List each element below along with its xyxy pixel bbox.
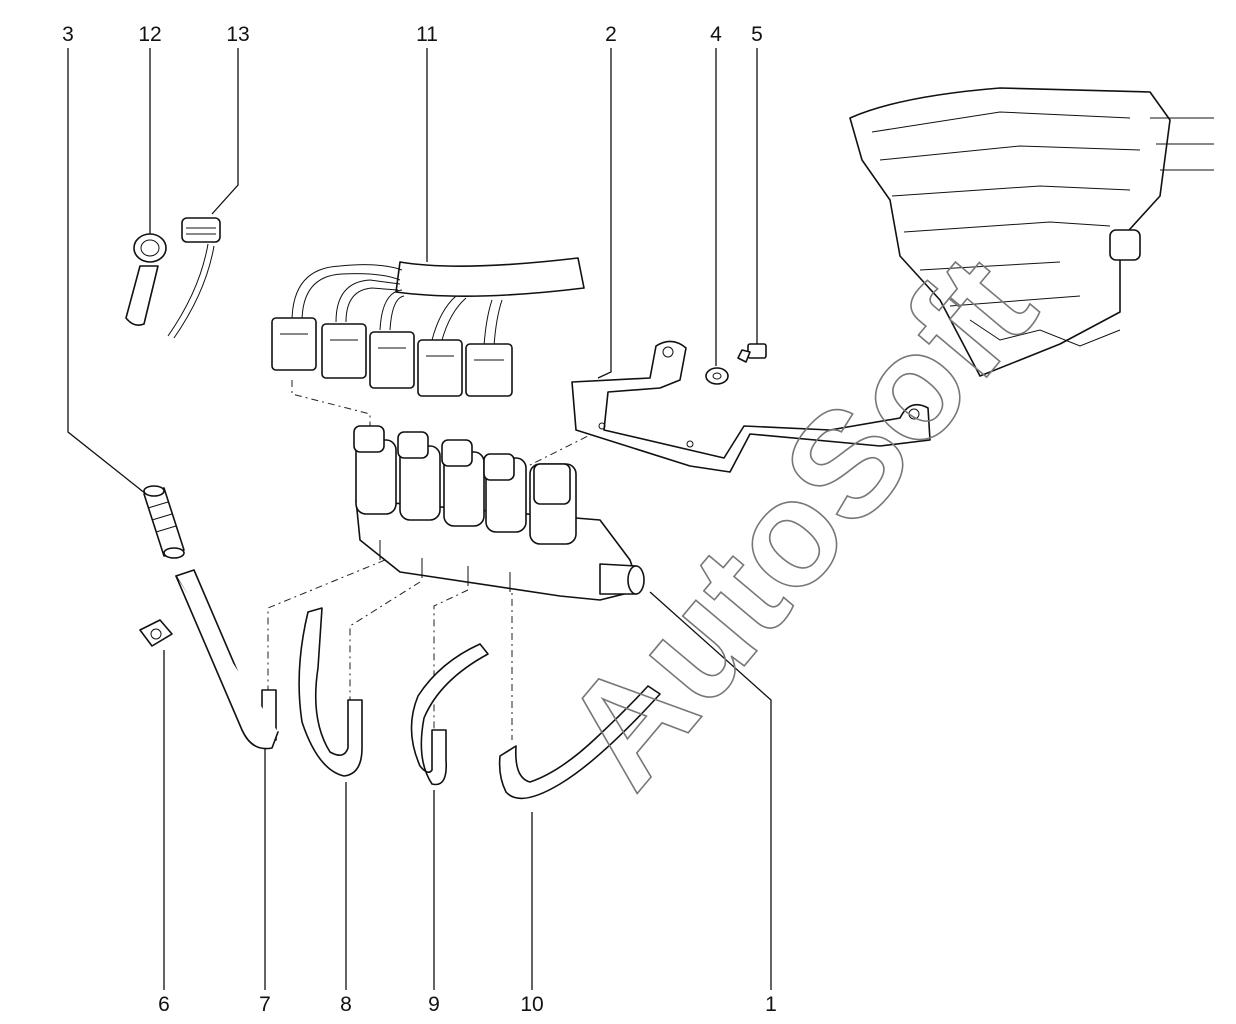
callout-8: 8 bbox=[340, 993, 352, 1016]
callout-6: 6 bbox=[158, 993, 170, 1016]
callout-13: 13 bbox=[226, 23, 249, 46]
part-12-grommet bbox=[125, 233, 167, 326]
part-10-hose bbox=[498, 685, 661, 800]
part-2-bracket bbox=[571, 340, 931, 473]
part-4-washer bbox=[705, 367, 729, 385]
engine-overview-sketch bbox=[849, 87, 1214, 377]
callout-4: 4 bbox=[710, 23, 722, 46]
callout-7: 7 bbox=[259, 993, 271, 1016]
callout-10: 10 bbox=[520, 993, 543, 1016]
part-11-harness bbox=[271, 257, 585, 397]
callout-12: 12 bbox=[138, 23, 161, 46]
callout-9: 9 bbox=[428, 993, 440, 1016]
part-9-hose bbox=[410, 643, 489, 786]
callout-3: 3 bbox=[62, 23, 74, 46]
leader-lines bbox=[67, 48, 772, 990]
part-6-clip bbox=[139, 619, 173, 647]
part-13-connector bbox=[167, 217, 221, 339]
part-5-bolt bbox=[737, 343, 767, 363]
assembly-lines bbox=[267, 380, 601, 740]
callout-11: 11 bbox=[416, 23, 438, 46]
callout-1: 1 bbox=[765, 993, 777, 1016]
part-7-hose bbox=[175, 569, 279, 750]
part-8-hose bbox=[298, 607, 363, 777]
part-3-nozzle bbox=[143, 485, 185, 559]
callout-2: 2 bbox=[605, 23, 617, 46]
callout-5: 5 bbox=[751, 23, 763, 46]
part-1-injector-rail bbox=[353, 425, 645, 601]
